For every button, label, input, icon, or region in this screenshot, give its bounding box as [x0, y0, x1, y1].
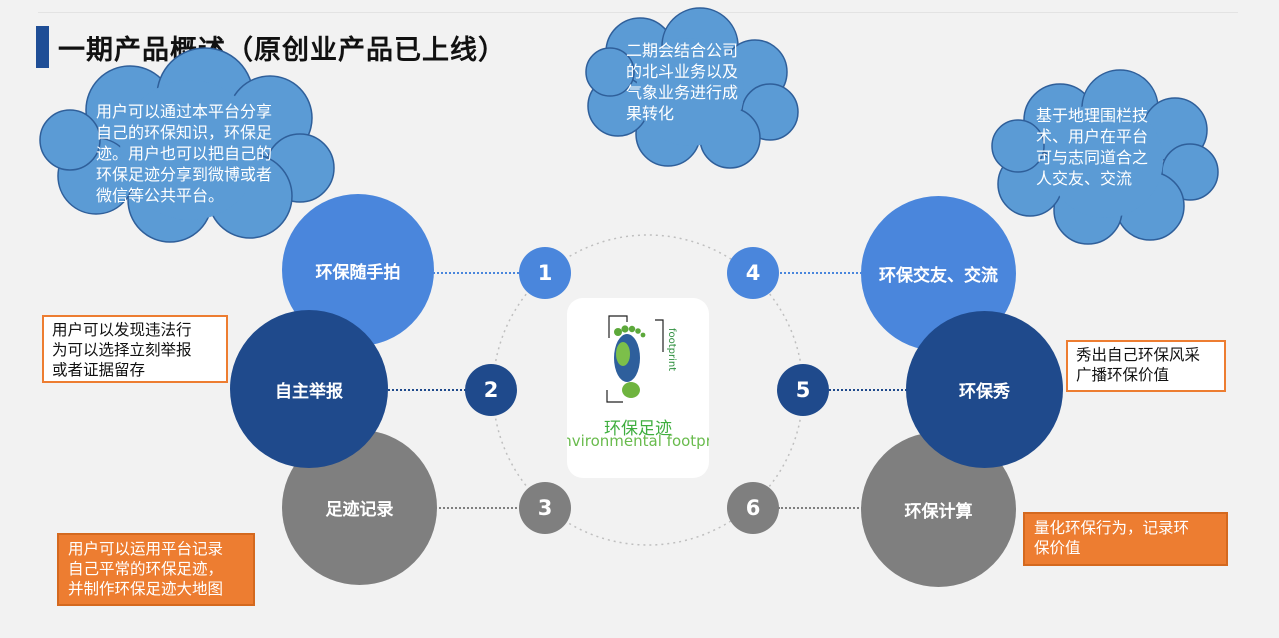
cloud-line: 自己的环保知识，环保足: [96, 123, 273, 142]
note-line: 保价值: [1034, 539, 1081, 557]
logo-name-en: environmental footprint: [567, 432, 709, 450]
note-line: 广播环保价值: [1076, 366, 1170, 384]
feature-circle-report[interactable]: 自主举报: [230, 310, 388, 468]
note-line: 秀出自己环保风采: [1076, 346, 1201, 364]
note-line: 用户可以运用平台记录: [68, 540, 224, 558]
note-line: 量化环保行为，记录环: [1034, 519, 1190, 537]
note-line: 为可以选择立刻举报: [52, 341, 192, 359]
note-line: 用户可以发现违法行: [52, 321, 192, 339]
cloud-line: 气象业务进行成: [626, 83, 739, 102]
feature-label: 环保秀: [959, 382, 1010, 402]
feature-label: 环保计算: [904, 502, 973, 522]
cloud-text-top-left: 用户可以通过本平台分享 自己的环保知识，环保足 迹。用户也可以把自己的 环保足迹…: [96, 101, 272, 206]
cloud-line: 术、用户在平台: [1036, 127, 1149, 146]
cloud-line: 二期会结合公司: [626, 41, 739, 60]
cloud-line: 环保足迹分享到微博或者: [96, 165, 273, 184]
cloud-text-top-right: 基于地理围栏技 术、用户在平台 可与志同道合之 人交友、交流: [1036, 105, 1148, 189]
cloud-text-top-center: 二期会结合公司 的北斗业务以及 气象业务进行成 果转化: [626, 40, 738, 124]
step-badge-3: 3: [519, 482, 571, 534]
page-title: 一期产品概述（原创业产品已上线）: [58, 35, 506, 66]
cloud-line: 用户可以通过本平台分享: [96, 102, 273, 121]
connector-2: [385, 389, 469, 391]
cloud-line: 果转化: [626, 104, 675, 123]
feature-label: 足迹记录: [325, 500, 394, 520]
cloud-top-center: [585, 7, 799, 169]
step-badge-4: 4: [727, 247, 779, 299]
title-accent-bar: [36, 26, 49, 68]
connector-1: [430, 272, 522, 274]
note-line: 并制作环保足迹大地图: [68, 580, 224, 598]
cloud-line: 的北斗业务以及: [626, 62, 739, 81]
step-badge-2: 2: [465, 364, 517, 416]
logo-name-cn: 环保足迹: [604, 419, 672, 439]
step-badge-5: 5: [777, 364, 829, 416]
note-record: 用户可以运用平台记录 自己平常的环保足迹， 并制作环保足迹大地图: [57, 533, 255, 606]
cloud-line: 微信等公共平台。: [96, 186, 225, 205]
top-divider: [38, 12, 1238, 13]
cloud-line: 迹。用户也可以把自己的: [96, 144, 273, 163]
feature-circle-show[interactable]: 环保秀: [906, 311, 1063, 468]
cloud-line: 基于地理围栏技: [1036, 106, 1149, 125]
note-calc: 量化环保行为，记录环 保价值: [1023, 512, 1228, 566]
cloud-top-right: [991, 69, 1219, 245]
cloud-line: 人交友、交流: [1036, 169, 1133, 188]
logo-vertical-text: footprint: [666, 328, 677, 372]
step-badge-1: 1: [519, 247, 571, 299]
feature-label: 环保随手拍: [315, 262, 401, 283]
note-line: 自己平常的环保足迹，: [68, 560, 224, 578]
feature-label: 环保交友、交流: [879, 266, 998, 286]
footprint-logo-icon: [606, 315, 664, 403]
note-line: 或者证据留存: [52, 361, 146, 379]
feature-label: 自主举报: [275, 381, 343, 402]
connector-5: [826, 389, 910, 391]
connector-6: [778, 507, 866, 509]
cloud-line: 可与志同道合之: [1036, 148, 1149, 167]
note-report: 用户可以发现违法行 为可以选择立刻举报 或者证据留存: [42, 315, 228, 383]
step-badge-6: 6: [727, 482, 779, 534]
note-show: 秀出自己环保风采 广播环保价值: [1066, 340, 1226, 392]
cloud-top-left: [39, 47, 335, 243]
connector-4: [780, 272, 866, 274]
app-logo-card: footprint 环保足迹 environmental footprint: [567, 298, 709, 478]
connector-3: [435, 507, 521, 509]
